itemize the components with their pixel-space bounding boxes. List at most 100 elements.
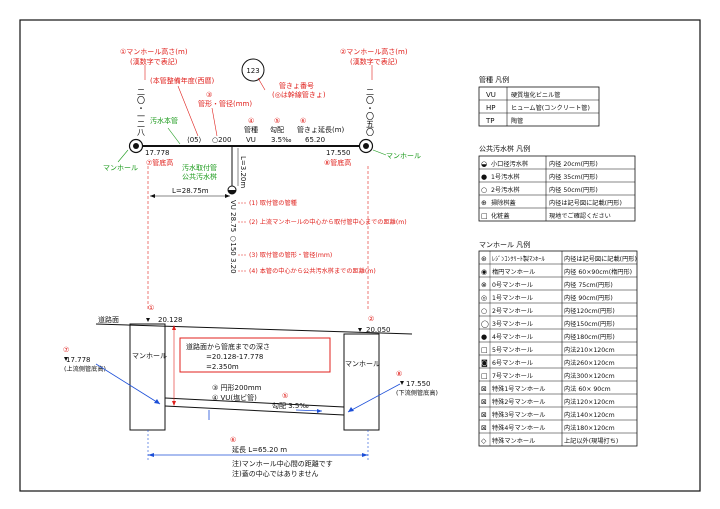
legend-mh-spec-6: 内径180cm(円形) [564, 333, 615, 341]
pipe-number-note: (◎は幹線管きょ) [272, 90, 326, 99]
road-surface [95, 323, 413, 335]
legend-mh-icon-4: ○ [481, 307, 487, 315]
legend-box-spec-3: 内径は記号図に記載(円形) [549, 199, 622, 207]
year-value: ⟨05⟩ [187, 136, 202, 144]
legend-mh-spec-11: 内法120×120cm [564, 398, 615, 406]
legend-mh-spec-1: 内径 60×90cm(楕円形) [564, 268, 632, 276]
legend-mh-name-12: 特殊3号マンホール [492, 411, 545, 419]
depth-formula: =20.128-17.778 [206, 353, 263, 361]
legend-mh-name-6: 4号マンホール [492, 334, 533, 341]
legend-box-name-4: 化粧蓋 [491, 212, 510, 220]
road-label: 道路面 [98, 315, 119, 324]
legend-mh-icon-8: ◙ [481, 359, 488, 367]
legend-mh-name-14: 特殊マンホール [492, 437, 535, 445]
slope-value: 3.5‰ [271, 136, 292, 144]
downstream-level: 17.550 [406, 380, 431, 388]
note-3: (3) 取付管の管形・管径(mm) [249, 251, 332, 259]
pipe-number-label: 管きょ番号 [279, 81, 314, 90]
invert-down-label: ⑧管底高 [324, 158, 351, 167]
shape-size-label: 管形・管径(mm) [198, 99, 252, 108]
length-label: 管きょ延長(m) [297, 125, 345, 134]
section-note-1: 注)マンホール中心間の距離です [232, 459, 333, 468]
section-note-2: 注)蓋の中心ではありません [232, 469, 319, 478]
shape-size-value: ○200 [212, 136, 231, 144]
section-num-8: ⑧ [396, 370, 402, 378]
legend-mh-spec-2: 内径 75cm(円形) [564, 281, 613, 289]
legend-mh-name-7: 5号マンホール [492, 347, 533, 354]
label-4-num: ④ [248, 117, 254, 125]
label-6-num: ⑥ [300, 117, 306, 125]
legend-mh-spec-7: 内法210×120cm [564, 346, 615, 354]
legend-box-spec-2: 内径 50cm(円形) [549, 186, 598, 194]
mh1-caption: マンホール [103, 164, 138, 172]
section-num-5: ⑤ [282, 392, 288, 400]
legend-mh-name-5: 3号マンホール [492, 321, 533, 328]
mh2-title: ②マンホール高さ(m) [340, 47, 408, 56]
mh1-level: 17.778 [145, 149, 170, 157]
depth-title: 道路面から管底までの深さ [186, 342, 270, 351]
legend-mh-icon-13: ⊠ [481, 424, 487, 432]
legend-pipe: 管種 凡例 VU 硬質塩化ビニル管 HP ヒューム管(コンクリート管) TP 陶… [478, 75, 600, 127]
legend-mh-spec-3: 内径 90cm(円形) [564, 294, 613, 302]
lateral-vertical-text: VU 28.75 ○150 3.20 [229, 200, 237, 274]
legend-mh-spec-12: 内法140×120cm [564, 411, 615, 419]
mh2-caption: マンホール [386, 152, 421, 160]
depth-value: =2.350m [206, 363, 239, 371]
legend-mh-spec-8: 内法260×120cm [564, 359, 615, 367]
section-mh2 [343, 333, 380, 431]
mh1-height-text: 二〇・一二八 [137, 88, 146, 136]
legend-box-name-3: 掃除桝蓋 [491, 199, 516, 207]
lateral-label: 汚水取付管 [182, 163, 217, 172]
legend-mh-icon-1: ◉ [481, 268, 487, 276]
legend-pipe-desc-vu: 硬質塩化ビニル管 [511, 91, 561, 99]
legend-mh-icon-6: ● [481, 333, 487, 341]
mh2-note: (漢数字で表記) [350, 57, 398, 66]
note-4: (4) 本管の中心から公共汚水桝までの距離(m) [249, 267, 376, 275]
note-2: (2) 上流マンホールの中心から取付管中心までの距離(m) [249, 218, 407, 226]
section-pipe-top [164, 397, 345, 408]
legend-mh-icon-14: ◇ [481, 437, 487, 445]
note-1: (1) 取付管の管種 [249, 199, 297, 207]
legend-mh-name-3: 1号マンホール [492, 295, 533, 302]
downstream-leader [347, 383, 401, 413]
legend-mh-name-2: 0号マンホール [492, 282, 533, 289]
length-value: 65.20 [305, 136, 325, 144]
legend-mh-spec-10: 内法 60× 90cm [564, 385, 611, 393]
legend-box-spec-1: 内径 35cm(円形) [549, 173, 598, 181]
section-num-2: ② [368, 315, 374, 323]
section-num-7: ⑦ [63, 346, 69, 354]
legend-pipe-desc-hp: ヒューム管(コンクリート管) [511, 104, 590, 112]
invert-up-label: ⑦管底高 [146, 158, 173, 167]
section-material-label: ④ VU(塩ビ管) [212, 393, 257, 402]
legend-mh-icon-11: ⊠ [481, 398, 487, 406]
legend-mh-icon-5: ◯ [481, 320, 489, 328]
year-label: (本管整備年度(西暦) [150, 76, 214, 85]
legend-mh-name-0: ﾚｼﾞﾝｺﾝｸﾘｰﾄ製ﾏﾝﾎｰﾙ [492, 255, 545, 263]
mh2-road-level: 20.050 [366, 326, 391, 334]
legend-mh-spec-4: 内径120cm(円形) [564, 307, 615, 315]
lateral-distance: L=28.75m [172, 187, 209, 195]
sewer-main-label: 汚水本管 [150, 116, 178, 125]
legend-box-spec-0: 内径 20cm(円形) [549, 160, 598, 168]
legend-mh-spec-0: 内径は記号図に記載(円形) [564, 255, 637, 263]
downstream-caption: (下流側管底高) [396, 389, 438, 397]
legend-mh-icon-2: ⊗ [481, 281, 487, 289]
mh2-height-text: 二〇・〇五〇 [366, 88, 375, 136]
section-slope: 勾配 3.5‰ [272, 401, 309, 410]
legend-mh-icon-12: ⊠ [481, 411, 487, 419]
section-mh2-label: マンホール [345, 360, 380, 368]
legend-pipe-code-hp: HP [486, 104, 496, 112]
pipe-number: 123 [246, 67, 259, 75]
legend-mh-icon-9: □ [481, 372, 488, 380]
upstream-level: 17.778 [66, 356, 91, 364]
legend-box-name-1: 1号汚水桝 [491, 173, 520, 181]
legend-mh-spec-13: 内法180×120cm [564, 424, 615, 432]
legend-mh-spec-14: 上記以外(現場打ち) [564, 437, 618, 445]
label-3-num: ③ [206, 91, 212, 99]
legend-mh-name-13: 特殊4号マンホール [492, 424, 545, 432]
section-num-6: ⑥ [230, 436, 236, 444]
legend-box-icon-1: ● [481, 173, 487, 181]
section-mh1-label: マンホール [132, 352, 167, 360]
mh1-symbol-core [133, 143, 139, 149]
